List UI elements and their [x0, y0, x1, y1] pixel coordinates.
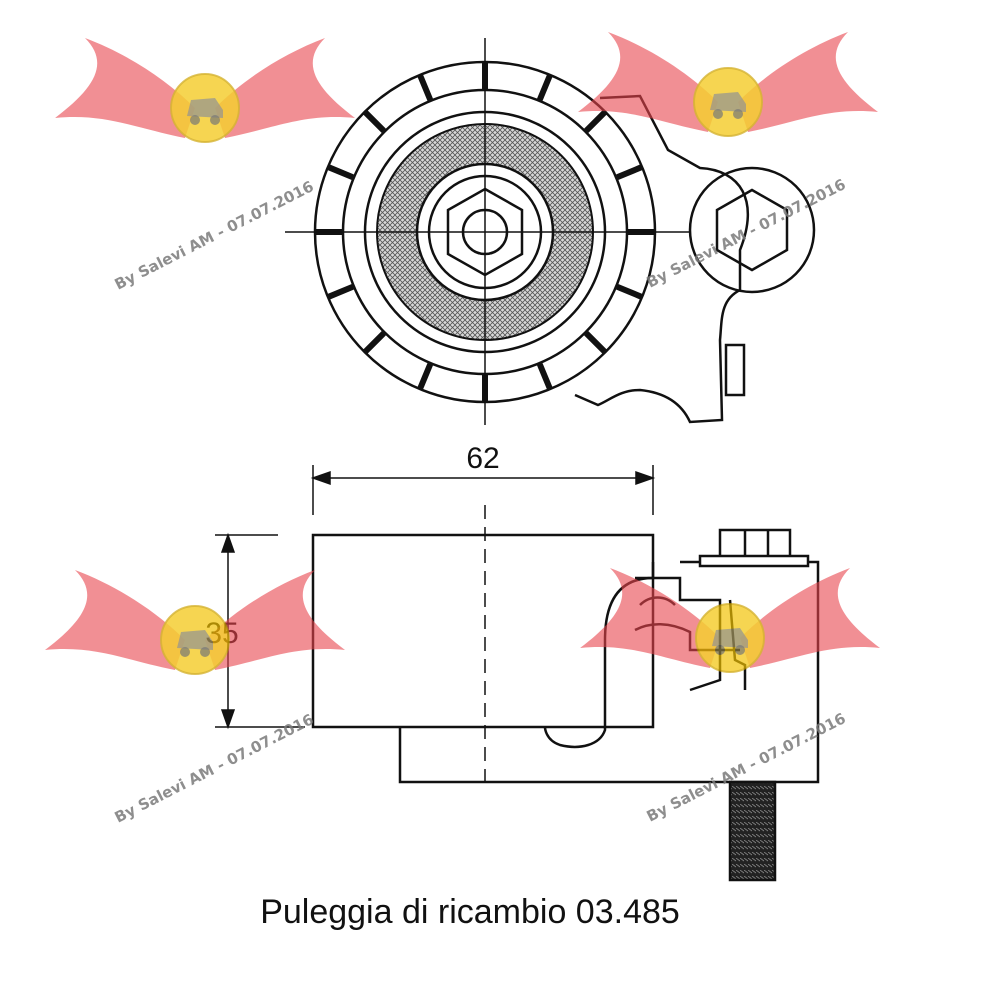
dimension-width-label: 62 — [466, 442, 499, 475]
svg-text:By Salevi AM - 07.07.2016: By Salevi AM - 07.07.2016 — [112, 177, 317, 293]
threaded-stud — [728, 780, 777, 882]
pulley-rib — [327, 283, 355, 300]
arm-bolt-hex — [715, 188, 789, 272]
pulley-rib — [363, 110, 387, 134]
pulley-rib — [363, 330, 387, 354]
arm-tab — [724, 343, 746, 397]
arm-bolt-circle — [688, 166, 816, 294]
pulley-rib — [417, 362, 434, 390]
pulley-rib — [583, 110, 607, 134]
pulley-rib — [615, 283, 643, 300]
svg-text:By Salevi AM - 07.07.2016: By Salevi AM - 07.07.2016 — [112, 710, 317, 826]
pulley-rib — [536, 362, 553, 390]
dimension-height — [215, 532, 305, 730]
pulley-rib — [327, 164, 355, 181]
dimension-width — [310, 465, 656, 515]
side-view — [311, 528, 820, 882]
watermark-top-left: By Salevi AM - 07.07.2016 — [54, 37, 356, 294]
caption: Puleggia di ricambio 03.485 — [0, 893, 1000, 932]
pulley-rib — [536, 74, 553, 102]
pulley-rib — [417, 74, 434, 102]
pulley-rib — [583, 330, 607, 354]
tensioner-arm — [574, 94, 750, 424]
watermark-bottom-left: By Salevi AM - 07.07.2016 — [44, 569, 346, 827]
pulley-body — [311, 533, 655, 729]
pulley-rib — [615, 164, 643, 181]
top-center-lines — [285, 38, 690, 425]
caption-text: Puleggia di ricambio 03.485 — [260, 893, 680, 931]
